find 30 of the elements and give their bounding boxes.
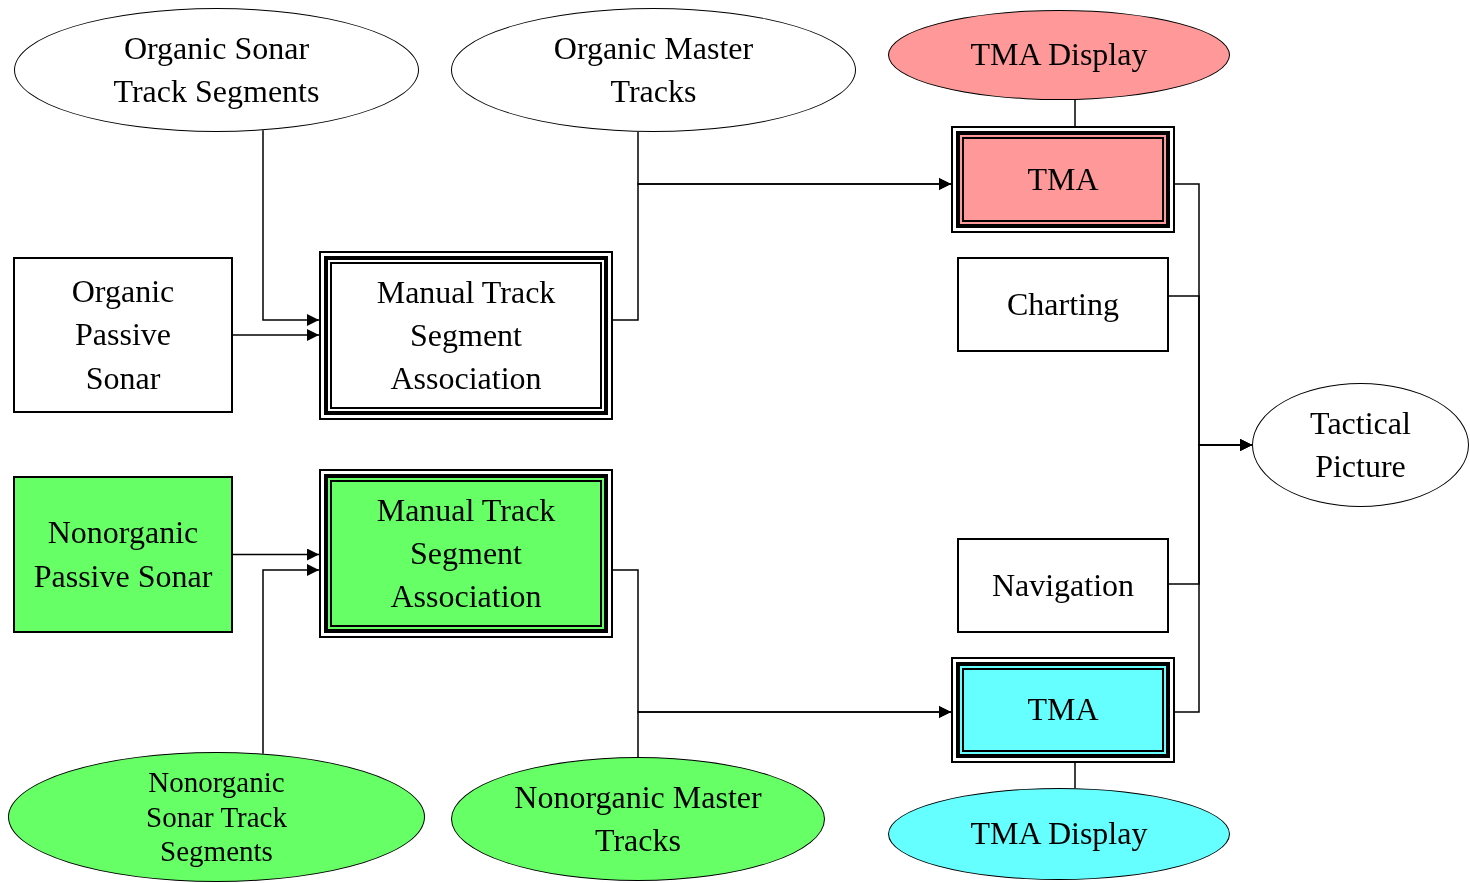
node-label: Organic Master Tracks	[552, 28, 755, 111]
node-label: Nonorganic Master Tracks	[513, 777, 763, 860]
triple-border-box	[319, 469, 613, 638]
node-label: Manual Track Segment Association	[375, 490, 557, 617]
process-box	[13, 257, 233, 413]
triple-border-box	[951, 126, 1175, 233]
arrow	[637, 706, 952, 758]
process-box	[957, 257, 1169, 352]
node-label: TMA Display	[970, 814, 1148, 854]
node-label: TMA Display	[970, 35, 1148, 75]
process-box	[13, 476, 233, 633]
arrow	[1174, 439, 1253, 713]
node-label: TMA	[1027, 159, 1099, 199]
node-label: Nonorganic Sonar Track Segments	[145, 764, 288, 870]
process-box	[957, 538, 1169, 633]
node-label: Organic Passive Sonar	[70, 272, 176, 398]
connector-line	[1074, 762, 1076, 789]
node-label: Nonorganic Passive Sonar	[32, 513, 214, 596]
triple-border-box	[319, 251, 613, 420]
node-label: Organic Sonar Track Segments	[112, 28, 321, 111]
triple-border-box	[951, 657, 1175, 763]
node-label: Navigation	[991, 565, 1135, 605]
node-label: Tactical Picture	[1309, 403, 1412, 486]
node-label: Charting	[1007, 284, 1119, 324]
node-label: TMA	[1027, 690, 1099, 730]
arrow	[637, 131, 952, 190]
node-label: Manual Track Segment Association	[375, 272, 557, 399]
connector-line	[1074, 99, 1076, 127]
arrow	[232, 329, 320, 341]
arrow	[232, 548, 320, 561]
